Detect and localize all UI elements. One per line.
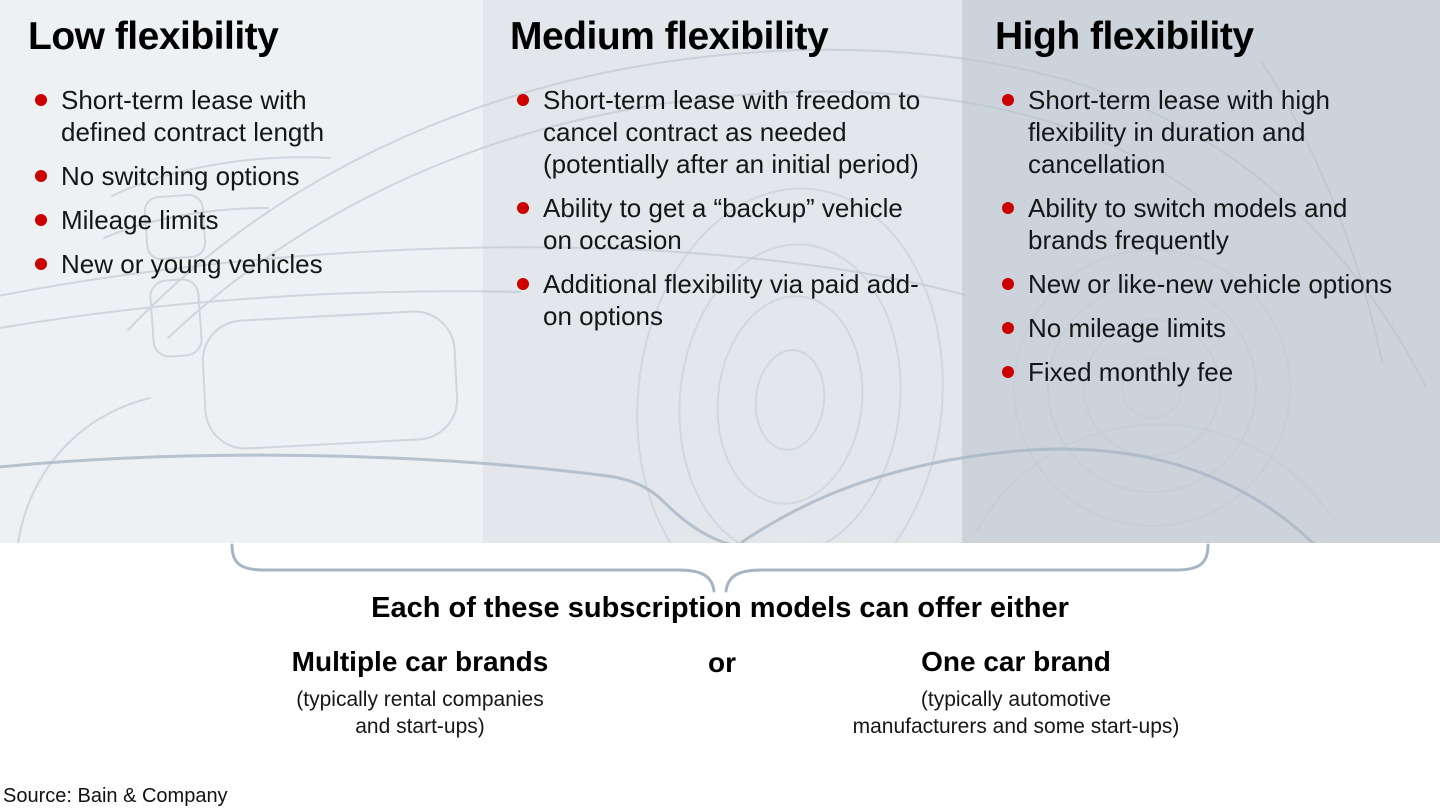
red-bullet-dot-icon: [1002, 322, 1014, 334]
bullet-item: Short-term lease with freedom to cancel …: [517, 84, 950, 180]
column-title: Low flexibility: [28, 15, 279, 58]
option-title: Multiple car brands: [291, 646, 549, 677]
column-low-flexibility: Low flexibility Short-term lease with de…: [28, 0, 468, 292]
bullet-text: Additional flexibility via paid add-on o…: [543, 269, 919, 331]
bullet-item: Additional flexibility via paid add-on o…: [517, 268, 950, 332]
red-bullet-dot-icon: [35, 258, 47, 270]
source-note: Source: Bain & Company: [3, 785, 228, 807]
columns: Low flexibility Short-term lease with de…: [28, 0, 1425, 400]
bullet-item: Ability to switch models and brands freq…: [1002, 192, 1425, 256]
column-medium-flexibility: Medium flexibility Short-term lease with…: [510, 0, 950, 344]
bullet-text: Fixed monthly fee: [1028, 357, 1234, 387]
bullet-item: Fixed monthly fee: [1002, 356, 1425, 388]
bullet-text: No switching options: [61, 161, 300, 191]
column-high-flexibility: High flexibility Short-term lease with h…: [995, 0, 1425, 400]
either-statement: Each of these subscription models can of…: [371, 592, 1069, 624]
bullet-item: Short-term lease with high flexibility i…: [1002, 84, 1425, 180]
red-bullet-dot-icon: [517, 202, 529, 214]
bullet-text: Short-term lease with freedom to cancel …: [543, 85, 921, 179]
option-one-brand: One car brand (typically automotive manu…: [796, 645, 1236, 740]
option-subtitle: (typically automotive manufacturers and …: [852, 688, 1180, 738]
red-bullet-dot-icon: [1002, 278, 1014, 290]
red-bullet-dot-icon: [35, 94, 47, 106]
red-bullet-dot-icon: [35, 214, 47, 226]
bullet-item: New or like-new vehicle options: [1002, 268, 1425, 300]
bullet-list: Short-term lease with defined contract l…: [28, 84, 468, 280]
curly-brace-down-icon: [230, 543, 1210, 593]
bullet-text: Short-term lease with defined contract l…: [61, 85, 325, 147]
red-bullet-dot-icon: [1002, 202, 1014, 214]
red-bullet-dot-icon: [517, 278, 529, 290]
bullet-item: Short-term lease with defined contract l…: [35, 84, 468, 148]
bullet-item: Ability to get a “backup” vehicle on occ…: [517, 192, 950, 256]
bullet-item: Mileage limits: [35, 204, 468, 236]
bullet-item: New or young vehicles: [35, 248, 468, 280]
red-bullet-dot-icon: [1002, 94, 1014, 106]
bullet-list: Short-term lease with high flexibility i…: [995, 84, 1425, 388]
option-multiple-brands: Multiple car brands (typically rental co…: [200, 645, 640, 740]
bullet-text: No mileage limits: [1028, 313, 1226, 343]
bullet-item: No switching options: [35, 160, 468, 192]
bullet-text: New or young vehicles: [61, 249, 323, 279]
or-connector: or: [708, 647, 736, 678]
bullet-item: No mileage limits: [1002, 312, 1425, 344]
option-title: One car brand: [921, 646, 1111, 677]
red-bullet-dot-icon: [517, 94, 529, 106]
red-bullet-dot-icon: [35, 170, 47, 182]
red-bullet-dot-icon: [1002, 366, 1014, 378]
bullet-text: Mileage limits: [61, 205, 219, 235]
bullet-text: Ability to get a “backup” vehicle on occ…: [543, 193, 903, 255]
column-title: High flexibility: [995, 15, 1254, 58]
option-subtitle: (typically rental companies and start-up…: [296, 688, 544, 738]
bullet-list: Short-term lease with freedom to cancel …: [510, 84, 950, 332]
bullet-text: Ability to switch models and brands freq…: [1028, 193, 1348, 255]
bullet-text: New or like-new vehicle options: [1028, 269, 1393, 299]
column-title: Medium flexibility: [510, 15, 829, 58]
bullet-text: Short-term lease with high flexibility i…: [1028, 85, 1331, 179]
